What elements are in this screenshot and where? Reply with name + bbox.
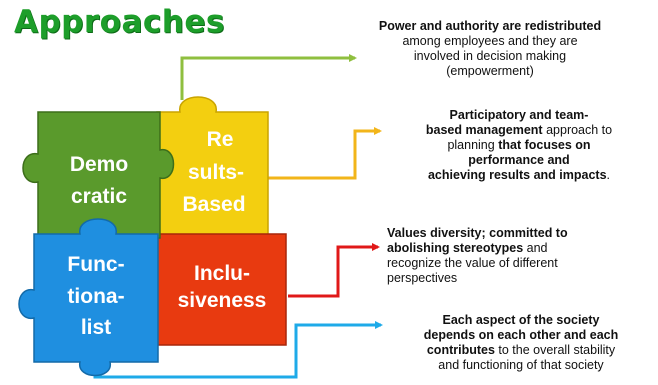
democratic-description-line: Power and authority are redistributed: [340, 19, 640, 34]
results-description-line: achieving results and impacts.: [388, 168, 650, 183]
democratic-description-text: involved in decision making: [413, 49, 567, 63]
results-label-line-2: sults-: [188, 161, 244, 184]
results-description-line: planning that focuses on: [388, 138, 650, 153]
results-description-text: approach to: [542, 123, 613, 137]
page-title: Approaches: [14, 4, 225, 40]
functionalist-description-text: contributes: [426, 343, 495, 357]
democratic-description-line: (empowerment): [340, 64, 640, 79]
inclusiveness-arrow: [288, 243, 380, 298]
results-description-text: based management: [425, 123, 543, 137]
results-description-text: achieving results and impacts: [427, 168, 607, 182]
results-description-text: .: [606, 168, 611, 182]
inclusiveness-description-line: recognize the value of different: [387, 256, 641, 271]
functionalist-description-text: depends on each other and each: [423, 328, 619, 342]
functionalist-description-line: Each aspect of the society: [390, 313, 652, 328]
results-description: Participatory and team-based management …: [388, 108, 650, 183]
results-description-line: performance and: [388, 153, 650, 168]
democratic-arrow: [180, 54, 357, 100]
functionalist-description-line: contributes to the overall stability: [390, 343, 652, 358]
functionalist-label-line-1: Func-: [67, 253, 124, 276]
inclusiveness-description-text: recognize the value of different: [387, 256, 558, 270]
inclusiveness-label-line-1: Inclu-: [194, 262, 250, 285]
results-description-text: that focuses on: [498, 138, 591, 152]
results-label-line-3: Based: [182, 193, 245, 216]
democratic-description-text: Power and authority are redistributed: [378, 19, 602, 33]
functionalist-description-text: Each aspect of the society: [442, 313, 600, 327]
inclusiveness-description-text: and: [523, 241, 548, 255]
functionalist-description-line: and functioning of that society: [390, 358, 652, 373]
inclusiveness-description-text: perspectives: [387, 271, 458, 285]
democratic-description-text: (empowerment): [446, 64, 534, 78]
functionalist-description-text: and functioning of that society: [438, 358, 604, 372]
functionalist-piece: [18, 218, 159, 377]
inclusiveness-description-text: abolishing stereotypes: [387, 241, 524, 255]
results-description-line: based management approach to: [388, 123, 650, 138]
results-description-line: Participatory and team-: [388, 108, 650, 123]
democratic-description-line: among employees and they are: [340, 34, 640, 49]
results-description-text: performance and: [468, 153, 570, 167]
democratic-description-text: among employees and they are: [402, 34, 578, 48]
inclusiveness-description-line: abolishing stereotypes and: [387, 241, 641, 256]
results-label-line-1: Re: [207, 128, 234, 151]
inclusiveness-label-line-2: siveness: [178, 289, 267, 312]
democratic-label-line-2: cratic: [71, 185, 127, 208]
inclusiveness-description-line: perspectives: [387, 271, 641, 286]
inclusiveness-description-text: Values diversity; committed to: [387, 226, 568, 240]
democratic-description-line: involved in decision making: [340, 49, 640, 64]
functionalist-description-text: to the overall stability: [494, 343, 616, 357]
inclusiveness-description-line: Values diversity; committed to: [387, 226, 641, 241]
functionalist-label-line-3: list: [81, 316, 111, 339]
functionalist-description-line: depends on each other and each: [390, 328, 652, 343]
democratic-piece: [22, 111, 175, 239]
functionalist-label-line-2: tiona-: [67, 285, 124, 308]
results-arrow: [255, 127, 382, 180]
results-description-text: Participatory and team-: [449, 108, 589, 122]
democratic-label-line-1: Demo: [70, 153, 128, 176]
results-description-text: planning: [447, 138, 499, 152]
